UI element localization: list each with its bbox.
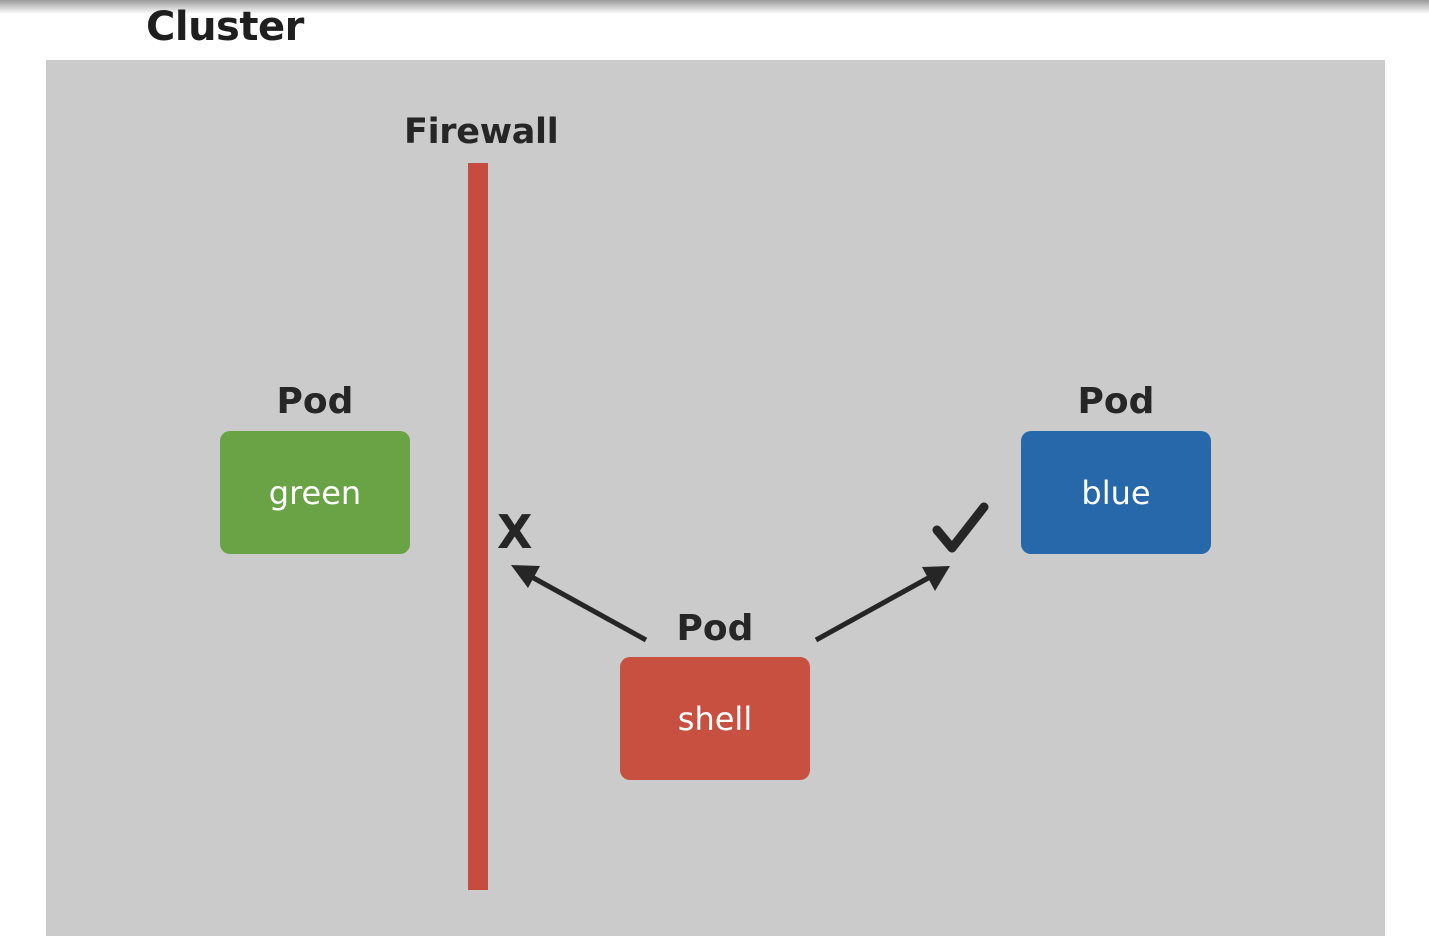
top-shadow [0, 0, 1429, 14]
pod-blue-name: blue [1081, 473, 1151, 512]
pod-shell-name: shell [677, 699, 753, 738]
pod-green-label: Pod [276, 381, 354, 422]
pod-blue-label: Pod [1077, 381, 1155, 422]
pod-blue: blue [1021, 431, 1211, 554]
firewall-label: Firewall [404, 112, 559, 152]
cross-icon: X [497, 505, 533, 559]
pod-green-name: green [268, 473, 362, 512]
firewall-line [468, 163, 488, 890]
pod-shell-label: Pod [676, 608, 754, 649]
cluster-title: Cluster [146, 4, 304, 50]
pod-shell: shell [620, 657, 810, 780]
pod-green: green [220, 431, 410, 554]
